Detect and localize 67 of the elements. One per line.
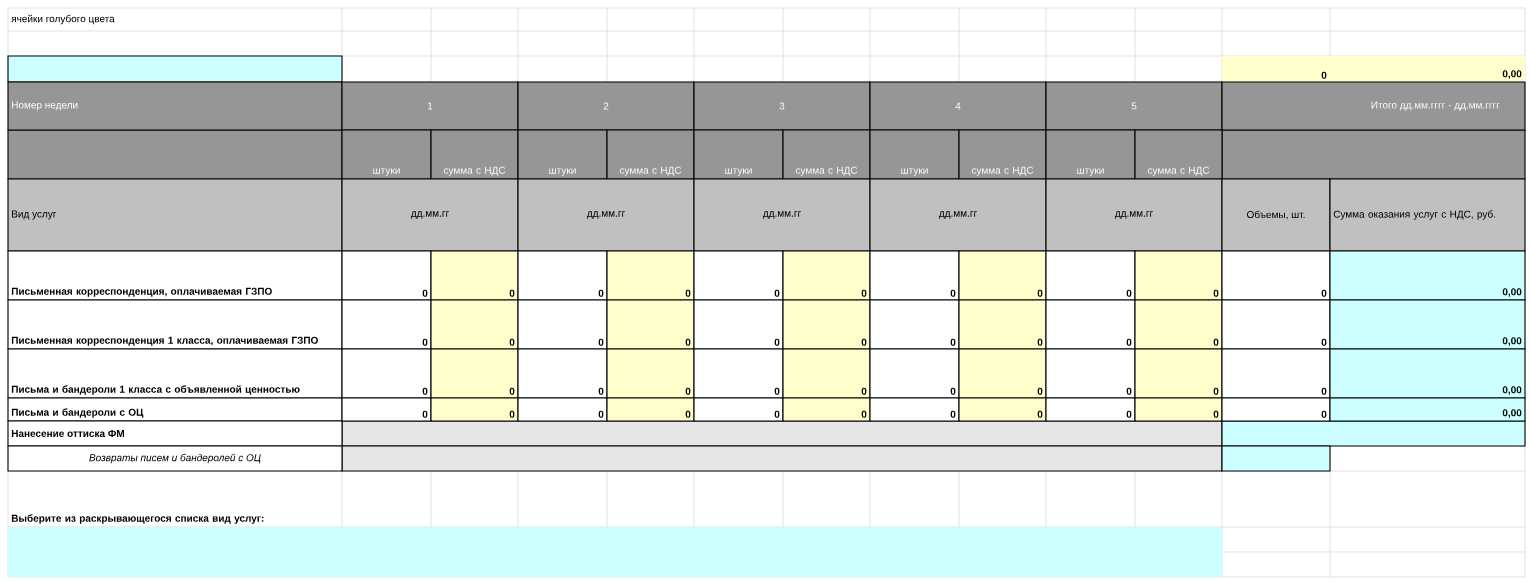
table-cell: Итого дд.мм.гггг - дд.мм.гггг <box>1221 81 1526 131</box>
table-cell: 0 <box>693 250 784 301</box>
table-cell: 0 <box>782 299 871 350</box>
table-cell: 0 <box>341 250 432 301</box>
table-cell: 0 <box>693 397 784 422</box>
table-cell: Нанесение оттиска ФМ <box>7 420 343 447</box>
table-cell: 1 <box>341 81 519 131</box>
table-cell: 0,00 <box>1329 299 1526 350</box>
table-cell: 0 <box>782 250 871 301</box>
table-cell: штуки <box>869 129 960 180</box>
table-cell: 0 <box>430 397 519 422</box>
table-cell: 5 <box>1045 81 1223 131</box>
table-cell: штуки <box>341 129 432 180</box>
table-cell: штуки <box>693 129 784 180</box>
table-cell: дд.мм.гг <box>1045 178 1223 252</box>
table-cell: Сумма оказания услуг с НДС, руб. <box>1329 178 1526 252</box>
table-cell: 0 <box>517 250 608 301</box>
table-cell: Выберите из раскрывающегося списка вид услуг: <box>11 514 264 524</box>
table-cell: 0,00 <box>1329 397 1526 422</box>
table-cell: 0,00 <box>1330 56 1525 82</box>
table-cell: дд.мм.гг <box>693 178 871 252</box>
table-cell: 0 <box>517 299 608 350</box>
table-cell: ячейки голубого цвета <box>11 14 115 25</box>
table-cell: 0 <box>869 250 960 301</box>
table-cell: Объемы, шт. <box>1221 178 1331 252</box>
table-cell: сумма с НДС <box>430 129 519 180</box>
table-cell: 0 <box>606 250 695 301</box>
table-cell: 0 <box>958 299 1047 350</box>
table-cell: 0 <box>1221 299 1331 350</box>
table-cell: 0 <box>430 250 519 301</box>
table-cell: 0 <box>958 397 1047 422</box>
table-cell: Вид услуг <box>7 178 343 252</box>
table-cell: 0 <box>693 299 784 350</box>
table-cell: Номер недели <box>7 81 343 131</box>
table-cell: 2 <box>517 81 695 131</box>
table-cell: 0 <box>1045 250 1136 301</box>
table-cell: 0 <box>430 299 519 350</box>
table-cell: дд.мм.гг <box>517 178 695 252</box>
table-cell: 0 <box>341 397 432 422</box>
table-cell: 0 <box>1134 250 1223 301</box>
table-cell: Возвраты писем и бандеролей с ОЦ <box>7 445 343 472</box>
table-cell: 0 <box>1134 397 1223 422</box>
table-cell: 0 <box>1045 397 1136 422</box>
table-cell: 0 <box>1045 299 1136 350</box>
table-cell: сумма с НДС <box>1134 129 1223 180</box>
table-cell: сумма с НДС <box>606 129 695 180</box>
table-cell: 0 <box>1134 299 1223 350</box>
table-cell: 0 <box>958 250 1047 301</box>
table-cell: 4 <box>869 81 1047 131</box>
table-cell: 0 <box>869 397 960 422</box>
table-cell: дд.мм.гг <box>341 178 519 252</box>
table-cell: 0 <box>1221 250 1331 301</box>
table-cell: 0 <box>341 299 432 350</box>
table-cell: 0 <box>869 299 960 350</box>
table-cell: 0,00 <box>1329 250 1526 301</box>
table-cell: 0 <box>517 397 608 422</box>
table-cell: 0 <box>1221 397 1331 422</box>
table-cell: 3 <box>693 81 871 131</box>
table-cell: 0 <box>1222 56 1330 82</box>
table-cell: штуки <box>1045 129 1136 180</box>
table-cell: дд.мм.гг <box>869 178 1047 252</box>
table-cell: 0 <box>782 397 871 422</box>
table-cell: 0 <box>606 299 695 350</box>
table-cell: сумма с НДС <box>958 129 1047 180</box>
table-cell: сумма с НДС <box>782 129 871 180</box>
table-cell: 0 <box>606 397 695 422</box>
table-cell: штуки <box>517 129 608 180</box>
